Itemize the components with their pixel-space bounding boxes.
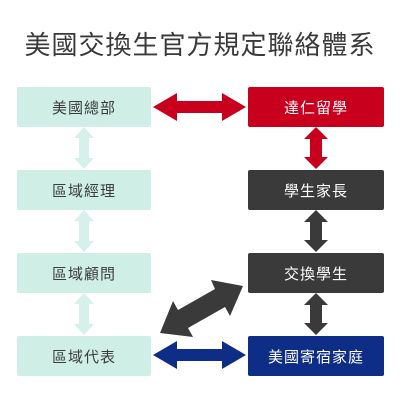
box-us-host-family: 美國寄宿家庭 [248, 336, 384, 376]
box-label: 區域經理 [51, 181, 116, 200]
box-label: 達仁留學 [283, 98, 348, 117]
arrow-area-advisor-area-rep [74, 293, 94, 335]
arrow-parents-student [304, 210, 328, 252]
box-label: 美國總部 [51, 98, 116, 117]
box-label: 區域代表 [51, 347, 116, 366]
arrow-student-area-rep [160, 280, 243, 337]
box-label: 區域顧問 [51, 264, 116, 283]
box-area-representative: 區域代表 [17, 336, 151, 376]
box-label: 學生家長 [283, 181, 348, 200]
box-us-headquarters: 美國總部 [17, 87, 151, 127]
arrow-area-rep-host-family [153, 341, 246, 369]
box-dajen-study-abroad: 達仁留學 [248, 87, 384, 127]
arrow-area-manager-area-advisor [74, 210, 94, 252]
arrow-student-host-family [304, 293, 328, 335]
box-label: 美國寄宿家庭 [267, 347, 364, 366]
arrow-dajen-parents [304, 127, 328, 169]
box-area-advisor: 區域顧問 [17, 253, 151, 293]
arrow-hq-area-manager [74, 127, 94, 169]
arrow-hq-dajen [153, 93, 246, 121]
box-label: 交換學生 [283, 264, 348, 283]
box-area-manager: 區域經理 [17, 170, 151, 210]
diagram-title: 美國交換生官方規定聯絡體系 [24, 31, 376, 61]
box-student-parents: 學生家長 [248, 170, 384, 210]
box-exchange-student: 交換學生 [248, 253, 384, 293]
